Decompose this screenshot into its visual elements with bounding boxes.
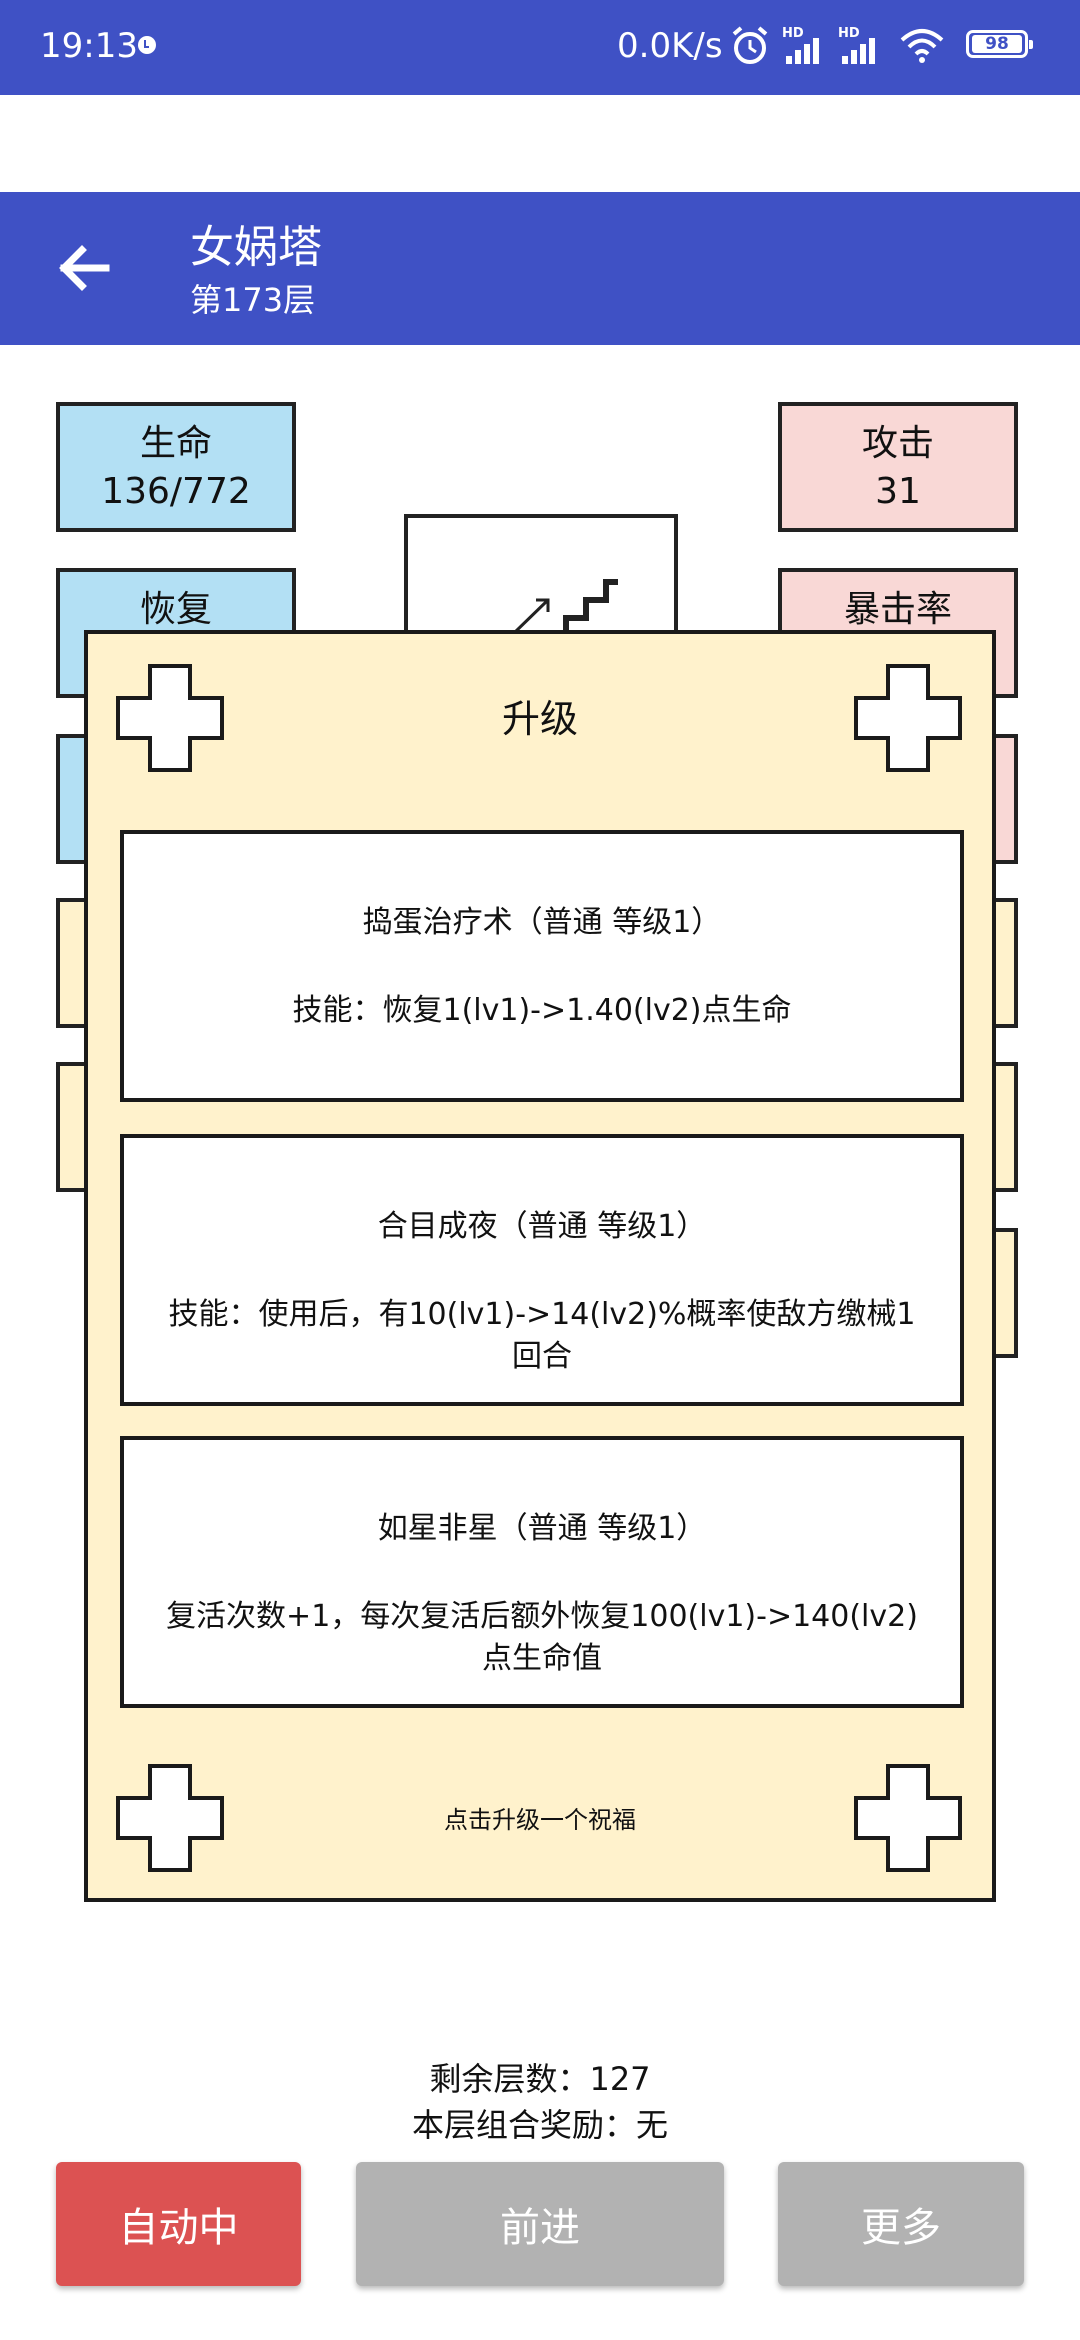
signal-icon-2: HD <box>838 26 886 66</box>
app-bar: 女娲塔 第173层 <box>0 192 1080 345</box>
cross-ornament-icon <box>854 664 962 772</box>
option-name: 捣蛋治疗术（普通 等级1） <box>362 905 722 940</box>
option-desc: 复活次数+1，每次复活后额外恢复100(lv1)->140(lv2)点生命值 <box>166 1599 918 1676</box>
battery-level: 98 <box>972 35 1022 53</box>
battery-icon: 98 <box>966 30 1033 58</box>
stat-hp-value: 136/772 <box>101 471 251 512</box>
cross-ornament-icon <box>854 1764 962 1872</box>
remaining-floors: 剩余层数：127 <box>429 2060 651 2098</box>
wifi-icon <box>900 29 944 63</box>
dialog-hint: 点击升级一个祝福 <box>444 1806 636 1834</box>
cross-ornament-icon <box>116 1764 224 1872</box>
upgrade-dialog: 升级 捣蛋治疗术（普通 等级1） 技能：恢复1(lv1)->1.40(lv2)点… <box>84 630 996 1902</box>
advance-button[interactable]: 前进 <box>356 2162 724 2286</box>
sim-label-2: HD <box>838 26 860 41</box>
stat-attack: 攻击 31 <box>778 402 1018 532</box>
stat-regen-label: 恢复 <box>139 589 212 630</box>
status-icons: HD HD <box>728 24 946 68</box>
more-button[interactable]: 更多 <box>778 2162 1024 2286</box>
upgrade-option-1[interactable]: 捣蛋治疗术（普通 等级1） 技能：恢复1(lv1)->1.40(lv2)点生命 <box>120 830 964 1102</box>
floor-panel <box>404 514 678 644</box>
auto-button[interactable]: 自动中 <box>56 2162 301 2286</box>
upgrade-option-2[interactable]: 合目成夜（普通 等级1） 技能：使用后，有10(lv1)->14(lv2)%概率… <box>120 1134 964 1406</box>
upgrade-option-3[interactable]: 如星非星（普通 等级1） 复活次数+1，每次复活后额外恢复100(lv1)->1… <box>120 1436 964 1708</box>
option-desc: 技能：恢复1(lv1)->1.40(lv2)点生命 <box>292 993 792 1028</box>
notification-dot-icon <box>138 36 156 54</box>
stat-attack-value: 31 <box>875 471 921 512</box>
combo-reward: 本层组合奖励：无 <box>411 2106 668 2144</box>
sim-label: HD <box>782 26 804 41</box>
page-title: 女娲塔 <box>190 222 322 273</box>
option-name: 合目成夜（普通 等级1） <box>377 1209 707 1244</box>
dialog-title: 升级 <box>501 697 578 741</box>
floor-subtitle: 第173层 <box>190 281 316 319</box>
option-name: 如星非星（普通 等级1） <box>377 1511 707 1546</box>
stat-hp: 生命 136/772 <box>56 402 296 532</box>
option-desc: 技能：使用后，有10(lv1)->14(lv2)%概率使敌方缴械1回合 <box>168 1297 916 1374</box>
stat-hp-label: 生命 <box>139 423 212 464</box>
status-time: 19:13 <box>40 26 138 66</box>
alarm-icon <box>732 26 768 64</box>
stat-crit-label: 暴击率 <box>843 589 952 630</box>
stairs-icon <box>511 579 618 636</box>
network-speed: 0.0K/s <box>617 26 723 66</box>
signal-icon: HD <box>782 26 830 66</box>
stat-attack-label: 攻击 <box>861 423 934 464</box>
status-bar: 19:13 0.0K/s HD HD 98 <box>0 0 1080 95</box>
cross-ornament-icon <box>116 664 224 772</box>
back-arrow-icon[interactable] <box>44 228 124 308</box>
